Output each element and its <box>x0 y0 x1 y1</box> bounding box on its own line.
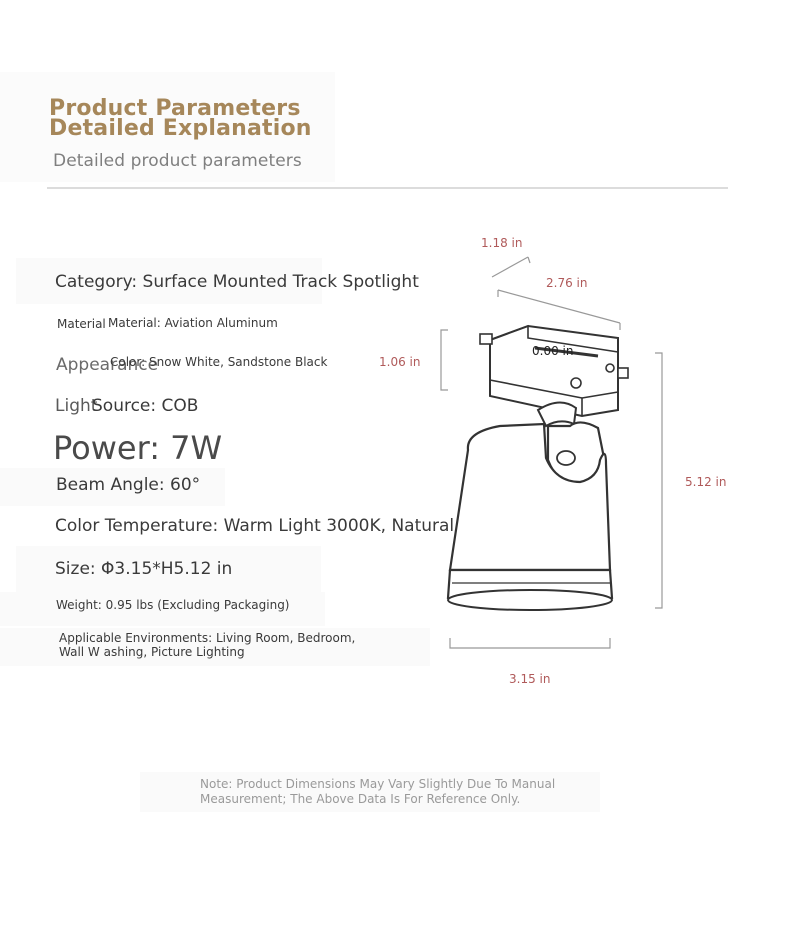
spec-weight: Weight: 0.95 lbs (Excluding Packaging) <box>56 598 290 612</box>
header-background <box>0 72 335 182</box>
spec-band <box>0 628 430 666</box>
spec-power: Power: 7W <box>53 429 223 467</box>
spec-appearance: Color: Snow White, Sandstone Black <box>110 355 328 369</box>
page-subtitle: Detailed product parameters <box>53 151 302 171</box>
page-title-line1: Product Parameters <box>49 96 301 121</box>
product-drawing <box>440 256 663 649</box>
dim-adapter-height: 1.06 in <box>379 355 421 369</box>
spec-band <box>0 592 325 626</box>
spec-beam-angle: Beam Angle: 60° <box>56 475 201 495</box>
spec-size: Size: Φ3.15*H5.12 in <box>55 559 233 579</box>
spec-band <box>16 258 322 304</box>
footnote: Note: Product Dimensions May Vary Slight… <box>200 777 556 806</box>
dim-track-label: 0.00 in <box>532 344 574 358</box>
spec-color-temperature: Color Temperature: Warm Light 3000K, Nat… <box>55 516 562 536</box>
spec-light-source: Source: COB <box>92 396 199 416</box>
spec-environments: Applicable Environments: Living Room, Be… <box>59 631 356 659</box>
dim-length: 2.76 in <box>546 276 588 290</box>
dim-diameter: 3.15 in <box>509 672 551 686</box>
page-title-line2: Detailed Explanation <box>49 116 312 141</box>
spec-material-label: Material <box>57 317 106 331</box>
note-band <box>140 772 600 812</box>
dim-depth: 1.18 in <box>481 236 523 250</box>
header-divider <box>47 187 728 189</box>
dim-height: 5.12 in <box>685 475 727 489</box>
spec-appearance-label: Appearance <box>56 355 159 375</box>
spec-band <box>0 468 225 506</box>
spec-light-label: Light <box>55 396 98 416</box>
spec-material: Material: Aviation Aluminum <box>108 316 278 330</box>
spec-band <box>16 546 321 592</box>
spec-category: Category: Surface Mounted Track Spotligh… <box>55 272 419 292</box>
